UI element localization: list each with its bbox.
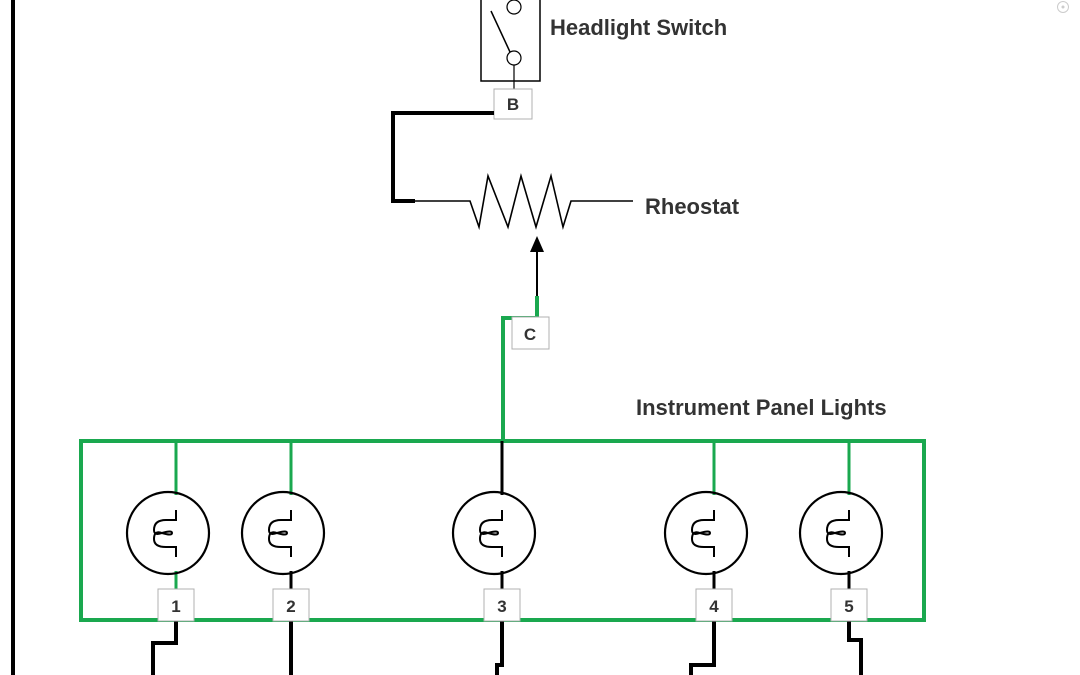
bulb-ground-wire — [151, 620, 178, 675]
connector-number: 2 — [286, 597, 295, 616]
bulb-1: 1 — [125, 441, 211, 675]
bulb-glass-icon — [663, 490, 749, 576]
bulb-ground-wire — [495, 620, 504, 675]
connector-box — [695, 588, 733, 622]
connector-number: 5 — [844, 597, 853, 616]
bulb-ground-wire — [847, 620, 863, 675]
headlight-switch — [480, 0, 541, 92]
connector-b: B — [493, 88, 533, 120]
bulb-glass-icon — [125, 490, 211, 576]
bulb-3: 3 — [451, 441, 537, 675]
bulb-2: 2 — [240, 441, 326, 675]
bulb-4: 4 — [663, 441, 749, 675]
target-icon — [1057, 1, 1069, 13]
connector-box — [272, 588, 310, 622]
bulb-filament-icon — [152, 510, 177, 557]
bulb-filament-icon — [690, 510, 715, 557]
bulb-glass-icon — [451, 490, 537, 576]
bulb-filament-icon — [825, 510, 850, 557]
switch-contact-bottom — [506, 50, 522, 66]
connector-box — [157, 588, 195, 622]
instrument-panel-lights-label: Instrument Panel Lights — [636, 395, 887, 420]
connector-number: 1 — [171, 597, 180, 616]
switch-lever — [490, 10, 511, 53]
switch-contact-top — [506, 0, 522, 15]
connector-c: C — [511, 316, 550, 350]
headlight-switch-label: Headlight Switch — [550, 15, 727, 40]
rheostat-label: Rheostat — [645, 194, 740, 219]
wire-b-to-rheostat — [391, 111, 494, 203]
bulb-filament-icon — [267, 510, 292, 557]
rheostat-wiper-arrow — [530, 236, 544, 252]
bulb-filament-icon — [478, 510, 503, 557]
connector-c-label: C — [524, 325, 536, 344]
connector-number: 4 — [709, 597, 719, 616]
connector-box — [483, 588, 521, 622]
bulb-glass-icon — [798, 490, 884, 576]
bulb-5: 5 — [798, 441, 884, 675]
connector-number: 3 — [497, 597, 506, 616]
connector-box — [830, 588, 868, 622]
rheostat — [415, 172, 633, 296]
bulb-ground-wire — [689, 620, 716, 675]
bulb-glass-icon — [240, 490, 326, 576]
connector-b-label: B — [507, 95, 519, 114]
